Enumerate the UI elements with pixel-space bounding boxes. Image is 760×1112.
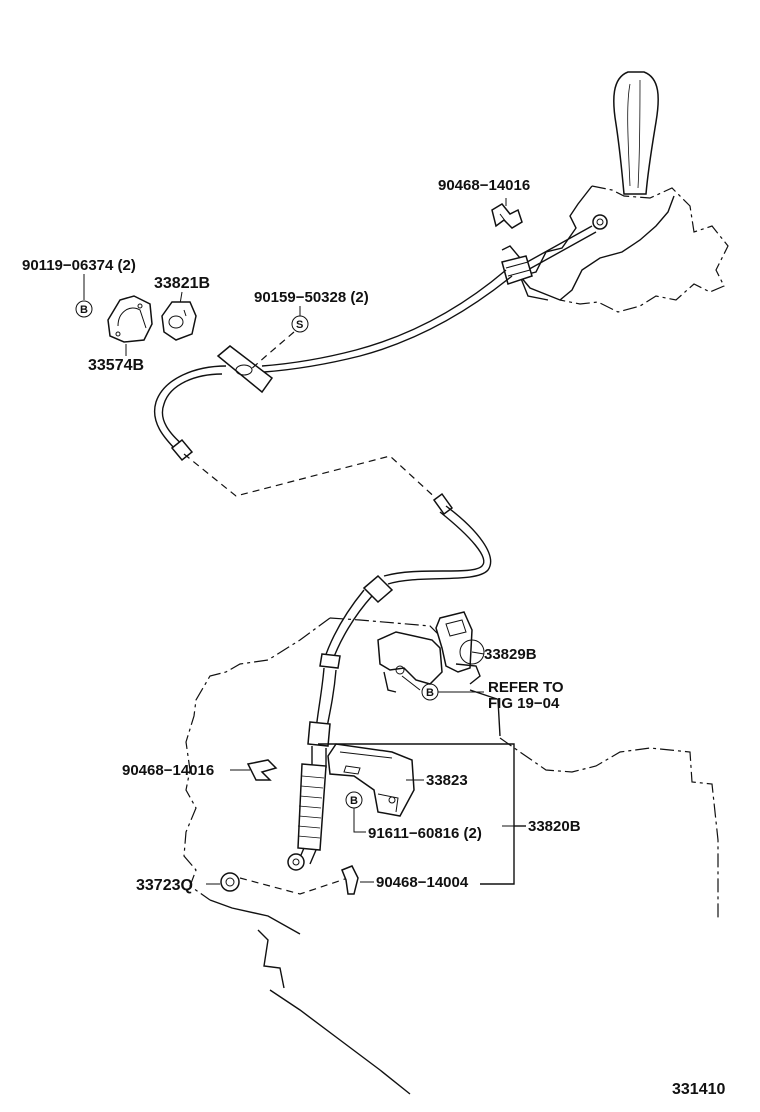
shift-cable-upper [153,269,513,462]
b-marker-91611-text: B [350,795,358,807]
transmission-case-outline [183,617,719,1095]
label-33823: 33823 [426,772,468,789]
label-90468-14016-top: 90468−14016 [438,177,530,194]
clip-90468-14004 [341,865,359,895]
bracket-33829B [377,611,481,693]
clip-90468-14016-top [491,198,523,229]
label-33820B: 33820B [528,818,581,835]
shift-lever-assembly [501,71,729,313]
nut-33723Q [220,872,240,892]
label-33723Q: 33723Q [136,877,193,894]
diagram-number: 331410 [672,1081,725,1098]
s-marker-90159 [291,315,309,333]
bolt-dashed-leader [249,331,295,371]
label-33574B: 33574B [88,357,144,374]
detail-circle-33829B [459,639,485,665]
label-33829B: 33829B [484,646,537,663]
s-marker-90159-text: S [296,319,303,331]
label-90159-50328: 90159−50328 (2) [254,289,369,306]
clip-90468-14016-mid [246,759,278,781]
b-marker-refer-text: B [426,687,434,699]
label-refer-fig: FIG 19−04 [488,695,560,712]
label-91611-60816: 91611−60816 (2) [368,825,482,842]
retainer-33574B [107,295,153,343]
b-marker-90119 [75,300,93,318]
bracket-line-33820B [318,743,515,885]
label-90468-14016-mid: 90468−14016 [122,762,214,779]
label-refer-to: REFER TO [488,679,564,696]
grommet-33821B [161,301,197,341]
shift-cable-lower [287,492,492,871]
nut-dashed-leader [239,877,349,895]
bracket-33823 [327,743,415,817]
label-33821B: 33821B [154,275,210,292]
label-90119-06374: 90119−06374 (2) [22,257,136,274]
cable-continuation-dashed [183,453,441,503]
b-marker-90119-text: B [80,304,88,316]
label-90468-14004: 90468−14004 [376,874,469,891]
